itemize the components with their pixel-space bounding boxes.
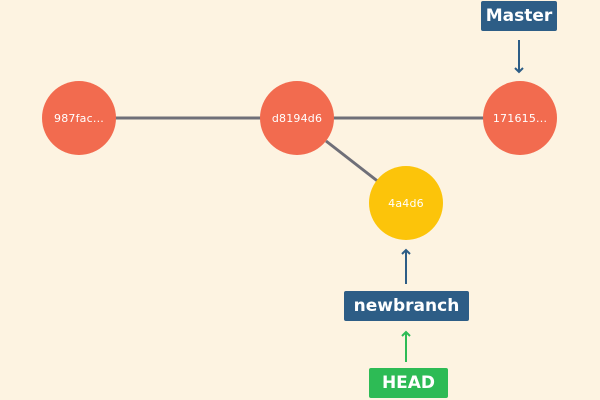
commit-node-4a4d6: 4a4d6 [369,166,443,240]
newbranch-label-text: newbranch [353,296,460,316]
commit-hash: 171615... [492,111,548,125]
head-label-text: HEAD [381,373,436,393]
edge-d8194d6-4a4d6 [325,139,381,185]
head-pointer-label: HEAD [369,368,448,398]
commit-node-987fac: 987fac... [42,81,116,155]
newbranch-branch-label: newbranch [344,291,469,321]
master-branch-label: Master [481,1,557,31]
commit-hash: d8194d6 [271,111,323,125]
master-label-text: Master [485,6,553,26]
commit-hash: 987fac... [54,111,104,125]
commit-node-d8194d6: d8194d6 [260,81,334,155]
commit-hash: 4a4d6 [388,196,424,210]
commit-node-171615: 171615... [483,81,557,155]
